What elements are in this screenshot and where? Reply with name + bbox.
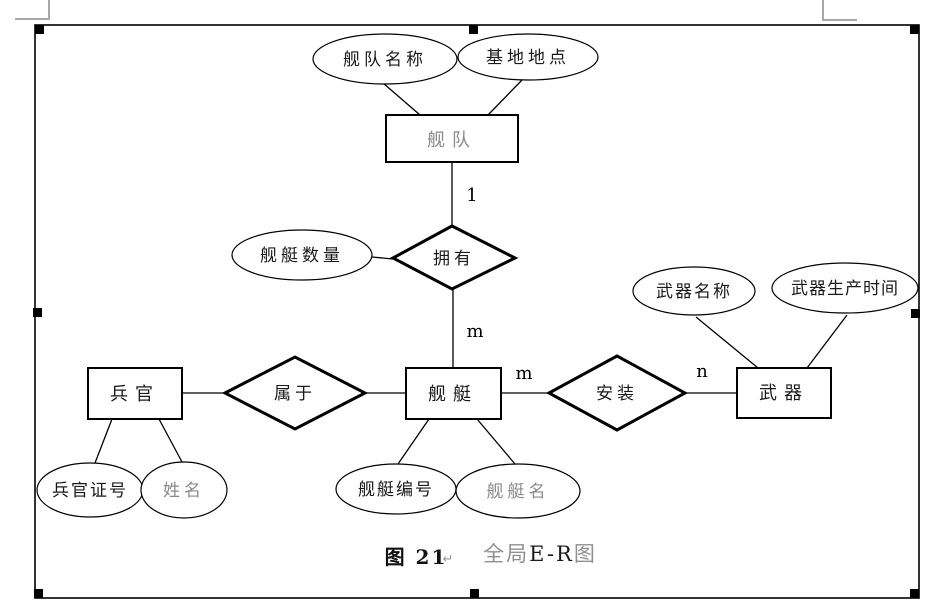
- connector-ship-to-ship-number[interactable]: [397, 418, 430, 465]
- connector-weapon-production-time-to-weapon[interactable]: [806, 314, 848, 369]
- attribute-ship-count-label: 舰艇数量: [260, 246, 344, 265]
- cardinality-fleet-owns: 1: [466, 185, 477, 206]
- connector-officer-to-name[interactable]: [158, 418, 183, 463]
- resize-handle-middle-right[interactable]: [911, 309, 920, 318]
- attribute-name[interactable]: [140, 461, 228, 519]
- connector-ship-count-to-owns[interactable]: [371, 256, 394, 260]
- attribute-weapon-production-time[interactable]: [771, 262, 919, 314]
- attribute-ship-count[interactable]: [231, 229, 373, 281]
- attribute-name-label: 姓名: [163, 481, 205, 500]
- attribute-base-location[interactable]: [457, 33, 599, 81]
- resize-handle-bottom-middle[interactable]: [470, 589, 479, 598]
- connector-fleet-name-to-fleet[interactable]: [382, 82, 421, 116]
- relationship-belongs-to[interactable]: [221, 355, 369, 431]
- resize-handle-top-middle[interactable]: [469, 25, 478, 34]
- attribute-officer-id-label: 兵官证号: [52, 481, 128, 500]
- entity-ship[interactable]: [405, 367, 502, 420]
- figure-title-suffix: 图: [574, 542, 597, 566]
- connector-base-location-to-fleet[interactable]: [487, 78, 524, 116]
- paragraph-mark-icon: ↵: [443, 552, 454, 567]
- cardinality-installs-weapon: n: [696, 361, 708, 382]
- relationship-installs-label: 安装: [596, 384, 638, 403]
- connector-officer-to-officer-id[interactable]: [94, 418, 113, 464]
- entity-fleet-label: 舰队: [427, 130, 477, 150]
- relationship-belongs-to-label: 属于: [274, 384, 316, 403]
- resize-handle-middle-left[interactable]: [33, 308, 42, 317]
- margin-crop-mark-top-left: [15, 0, 50, 20]
- attribute-ship-number-label: 舰艇编号: [358, 480, 434, 499]
- relationship-owns-label: 拥有: [433, 249, 475, 268]
- figure-title[interactable]: 全局E-R图: [483, 542, 597, 566]
- entity-officer[interactable]: [87, 367, 183, 420]
- entity-ship-label: 舰艇: [428, 384, 478, 404]
- resize-handle-top-left[interactable]: [35, 25, 44, 34]
- attribute-base-location-label: 基地地点: [486, 48, 570, 67]
- attribute-ship-name-label: 舰艇名: [487, 482, 550, 501]
- figure-title-mid: E-R: [529, 542, 574, 566]
- attribute-fleet-name-label: 舰队名称: [343, 50, 427, 69]
- attribute-fleet-name[interactable]: [312, 33, 458, 85]
- margin-crop-mark-top-right: [822, 0, 857, 21]
- resize-handle-bottom-left[interactable]: [34, 589, 43, 598]
- figure-number[interactable]: 图 21: [385, 545, 448, 569]
- attribute-ship-name[interactable]: [455, 463, 581, 519]
- attribute-weapon-name[interactable]: [632, 266, 756, 316]
- entity-weapon-label: 武器: [759, 383, 809, 403]
- figure-title-prefix: 全局: [483, 542, 529, 566]
- connector-weapon-name-to-weapon[interactable]: [695, 316, 759, 369]
- cardinality-ship-installs: m: [515, 363, 532, 384]
- resize-handle-bottom-right[interactable]: [910, 589, 919, 598]
- resize-handle-top-right[interactable]: [910, 25, 919, 34]
- relationship-installs[interactable]: [545, 354, 689, 432]
- entity-weapon[interactable]: [736, 367, 832, 419]
- entity-fleet[interactable]: [385, 114, 519, 163]
- attribute-weapon-production-time-label: 武器生产时间: [791, 279, 899, 298]
- entity-officer-label: 兵官: [110, 384, 160, 404]
- relationship-owns[interactable]: [389, 224, 519, 291]
- attribute-weapon-name-label: 武器名称: [656, 282, 732, 301]
- cardinality-owns-ship: m: [466, 321, 483, 342]
- connector-ship-to-ship-name[interactable]: [476, 418, 516, 465]
